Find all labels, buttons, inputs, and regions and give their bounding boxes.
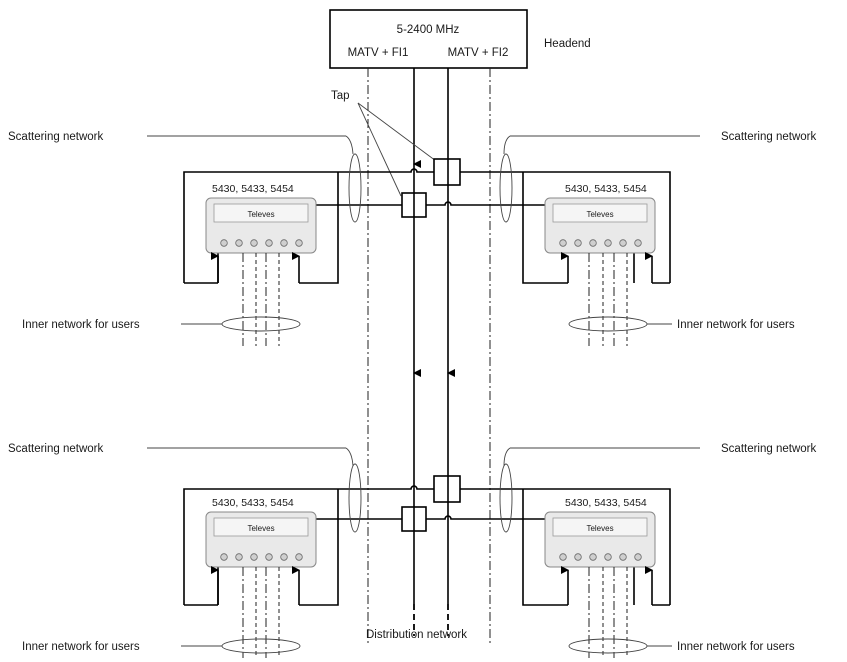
inner-network-label: Inner network for users — [22, 319, 140, 331]
distribution-network-label: Distribution network — [366, 629, 467, 641]
inner-network-label: Inner network for users — [677, 641, 795, 653]
scattering-group-ellipse — [499, 153, 513, 223]
splitter-device-upper-right: 5430, 5433, 5454 Televes — [522, 172, 670, 284]
user-lines-upper-right — [588, 253, 628, 346]
inner-network-label: Inner network for users — [677, 319, 795, 331]
device-brand: Televes — [586, 210, 613, 219]
tap-label: Tap — [331, 90, 350, 102]
scattering-group-ellipse — [499, 463, 513, 533]
inner-network-ellipse — [568, 316, 648, 332]
inner-network-label: Inner network for users — [22, 641, 140, 653]
inner-network-ellipse — [221, 316, 301, 332]
device-brand: Televes — [247, 524, 274, 533]
user-lines-upper-left — [242, 253, 280, 346]
headend-label: Headend — [544, 38, 591, 50]
splitter-device-upper-left: 5430, 5433, 5454 Televes — [184, 172, 339, 284]
device-brand: Televes — [247, 210, 274, 219]
scattering-network-label: Scattering network — [8, 443, 103, 455]
device-models-label: 5430, 5433, 5454 — [212, 497, 294, 509]
user-lines-lower-right — [588, 567, 628, 658]
scattering-network-label: Scattering network — [8, 131, 103, 143]
inner-network-ellipse — [568, 638, 648, 654]
splitter-device-lower-right: 5430, 5433, 5454 Televes — [522, 489, 670, 606]
scattering-network-label: Scattering network — [721, 443, 816, 455]
building-boundary-lines — [367, 68, 491, 645]
headend-output-2: MATV + FI2 — [448, 47, 509, 59]
device-brand: Televes — [586, 524, 613, 533]
scattering-group-ellipse — [348, 153, 362, 223]
inner-network-ellipse — [221, 638, 301, 654]
headend-output-1: MATV + FI1 — [348, 47, 409, 59]
headend-frequency: 5-2400 MHz — [397, 24, 460, 36]
scattering-group-ellipse — [348, 463, 362, 533]
device-models-label: 5430, 5433, 5454 — [212, 183, 294, 195]
tap-upper-1 — [433, 158, 461, 186]
tap-pointer-lines — [357, 102, 437, 197]
splitter-device-lower-left: 5430, 5433, 5454 Televes — [184, 489, 339, 606]
tap-lower-1 — [433, 475, 461, 503]
user-lines-lower-left — [242, 567, 280, 658]
device-models-label: 5430, 5433, 5454 — [565, 497, 647, 509]
headend-box: 5-2400 MHz MATV + FI1 MATV + FI2 — [329, 9, 528, 69]
scattering-network-label: Scattering network — [721, 131, 816, 143]
device-models-label: 5430, 5433, 5454 — [565, 183, 647, 195]
